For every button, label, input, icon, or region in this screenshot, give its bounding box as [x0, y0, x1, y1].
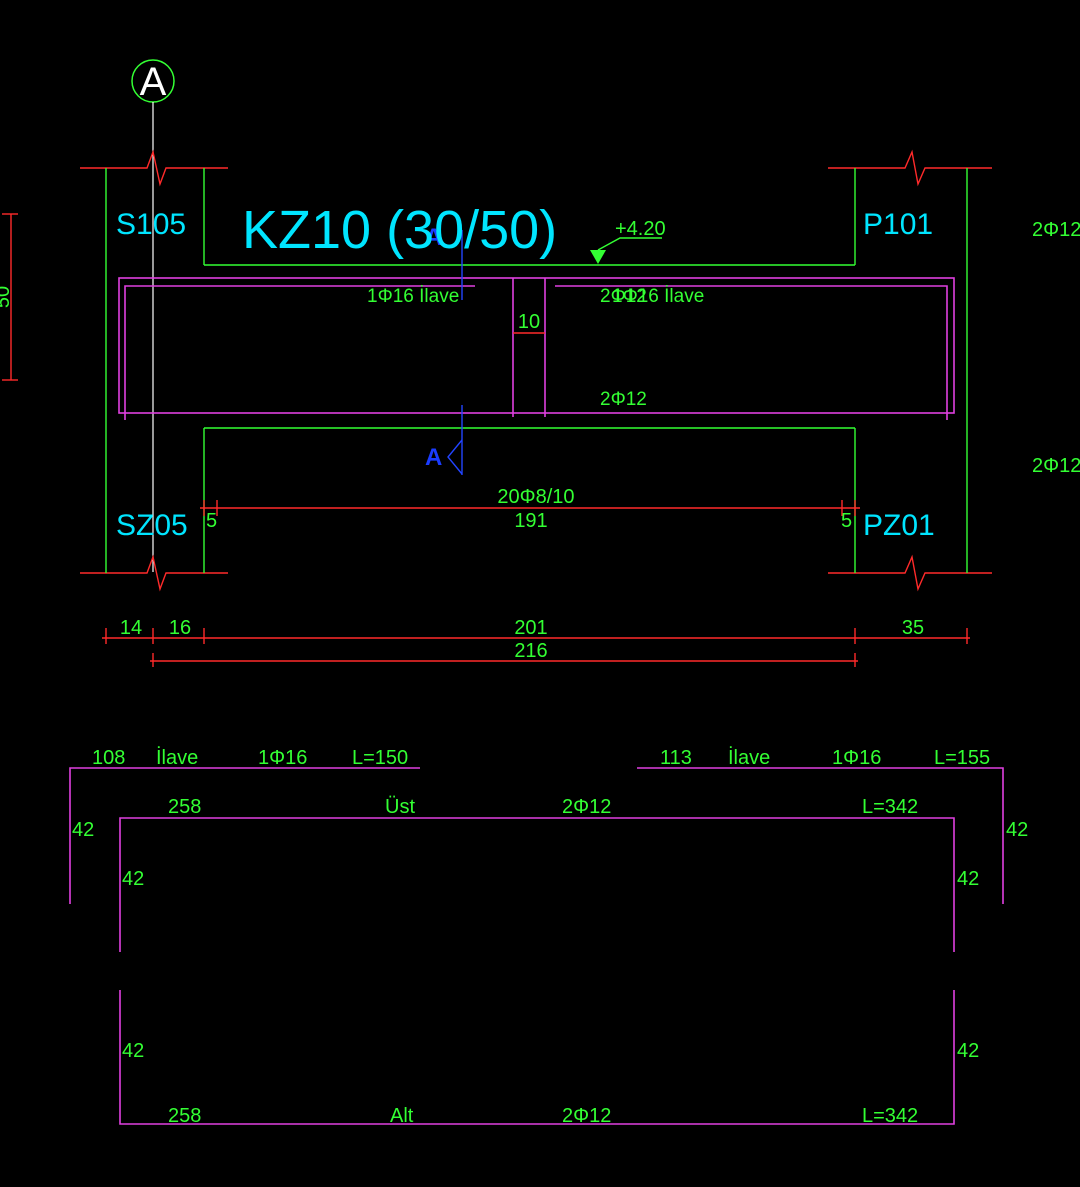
beam-rebar [118, 277, 955, 420]
top-bar-hook-right: 42 [957, 868, 979, 890]
bottom-bar-hook-right: 42 [957, 1040, 979, 1062]
axis-marker: A [131, 59, 175, 572]
clear-span-label: 191 [514, 510, 547, 532]
height-label: 50 [0, 286, 14, 308]
top-bar-hook-left: 42 [122, 868, 144, 890]
bar-schedule: 108 İlave 1Φ16 L=150 42 113 İlave 1Φ16 L… [69, 746, 1028, 1127]
gap-dimension: 10 [518, 311, 540, 333]
elevation-marker: +4.20 [590, 218, 666, 264]
top-bar-len: 258 [168, 796, 201, 818]
dim-14: 14 [120, 617, 142, 639]
side-lower-label: 2Φ12 [1032, 455, 1080, 477]
end-left-label: 5 [206, 510, 217, 532]
dim-16: 16 [169, 617, 191, 639]
height-dimension: 50 [0, 213, 18, 381]
middle-rebar-label: 2Φ12 [600, 389, 647, 410]
section-cut: A A [425, 224, 463, 475]
top-extra-left-label: 1Φ16 İlave [367, 286, 459, 307]
dim-201: 201 [514, 617, 547, 639]
column-bottom-left: SZ05 [116, 509, 188, 542]
column-outlines [80, 149, 992, 592]
stirrup-dimension: 20Φ8/10 191 5 5 [200, 486, 860, 532]
axis-label: A [140, 60, 167, 104]
section-mark-top: A [425, 224, 442, 251]
right-extra-total: L=155 [934, 747, 990, 769]
right-extra-bar: 1Φ16 [832, 747, 881, 769]
left-extra-hook: 42 [72, 819, 94, 841]
column-bottom-right: PZ01 [863, 509, 935, 542]
top-bar-name: Üst [385, 796, 415, 818]
left-extra-len: 108 [92, 747, 125, 769]
bottom-bar-bar: 2Φ12 [562, 1105, 611, 1127]
top-bar-total: L=342 [862, 796, 918, 818]
top-bar-bar: 2Φ12 [562, 796, 611, 818]
section-mark-bottom: A [425, 444, 442, 471]
left-extra-bar: 1Φ16 [258, 747, 307, 769]
bottom-bar-hook-left: 42 [122, 1040, 144, 1062]
right-extra-name: İlave [728, 746, 770, 769]
column-top-left: S105 [116, 208, 186, 241]
bottom-bar-name: Alt [390, 1105, 414, 1127]
right-extra-len: 113 [660, 747, 692, 769]
elevation-label: +4.20 [615, 218, 666, 240]
left-extra-total: L=150 [352, 747, 408, 769]
bottom-bar-len: 258 [168, 1105, 201, 1127]
bottom-bar-total: L=342 [862, 1105, 918, 1127]
side-upper-label: 2Φ12 [1032, 219, 1080, 241]
beam-title: KZ10 (30/50) [242, 200, 557, 260]
stirrup-label: 20Φ8/10 [497, 486, 574, 508]
top-extra-right-b: 1Φ16 İlave [612, 286, 704, 307]
column-top-right: P101 [863, 208, 933, 241]
left-extra-name: İlave [156, 746, 198, 769]
end-right-label: 5 [841, 510, 852, 532]
dim-216: 216 [514, 640, 547, 662]
top-extra-right-a: 2Φ12 [600, 286, 647, 307]
dimension-chain: 14 16 201 35 216 [102, 617, 970, 667]
right-extra-hook: 42 [1006, 819, 1028, 841]
dim-35: 35 [902, 617, 924, 639]
